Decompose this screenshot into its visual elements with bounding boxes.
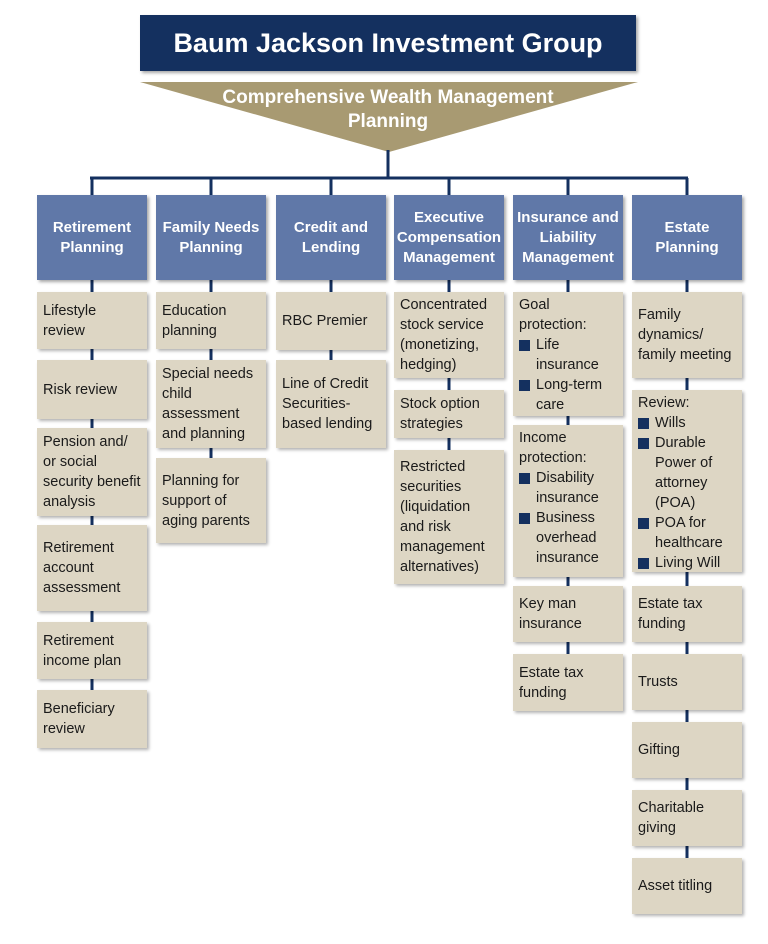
bullet-row: Business overhead insurance	[519, 508, 617, 568]
bullet-text: Business overhead insurance	[536, 510, 599, 566]
item-box: RBC Premier	[276, 292, 386, 350]
bullet-text: Disability insurance	[536, 470, 599, 506]
column-header: Retirement Planning	[37, 195, 147, 280]
column-header: Estate Planning	[632, 195, 742, 280]
item-box: Asset titling	[632, 858, 742, 914]
square-bullet-icon	[519, 473, 530, 484]
item-box: Gifting	[632, 722, 742, 778]
bullet-text: Wills	[655, 415, 686, 431]
column-header: Executive Compensation Management	[394, 195, 504, 280]
bullet-row: Durable Power of attorney (POA)	[638, 433, 736, 513]
square-bullet-icon	[519, 380, 530, 391]
column-header: Family Needs Planning	[156, 195, 266, 280]
bullet-text: Long-term care	[536, 377, 603, 413]
item-group-label: Review:	[638, 395, 690, 411]
item-box: Education planning	[156, 292, 266, 349]
square-bullet-icon	[638, 518, 649, 529]
item-box: Family dynamics/ family meeting	[632, 292, 742, 378]
bullet-row: Wills	[638, 413, 736, 433]
chart-title: Baum Jackson Investment Group	[140, 15, 636, 71]
square-bullet-icon	[519, 513, 530, 524]
square-bullet-icon	[519, 340, 530, 351]
item-box: Key man insurance	[513, 586, 623, 642]
bullet-text: Durable Power of attorney (POA)	[655, 435, 713, 511]
chart-subtitle: Comprehensive Wealth Management Planning	[222, 87, 554, 132]
bullet-row: Long-term care	[519, 375, 617, 415]
item-box: Restricted securities (liquidation and r…	[394, 450, 504, 584]
item-box: Beneficiary review	[37, 690, 147, 748]
bullet-row: Life insurance	[519, 335, 617, 375]
item-group-label: Income protection:	[519, 430, 587, 466]
square-bullet-icon	[638, 438, 649, 449]
item-box: Line of Credit Securities-based lending	[276, 360, 386, 448]
item-box: Planning for support of aging parents	[156, 458, 266, 543]
item-box: Concentrated stock service (monetizing, …	[394, 292, 504, 378]
square-bullet-icon	[638, 558, 649, 569]
bullet-row: Disability insurance	[519, 468, 617, 508]
column-header: Insurance and Liability Management	[513, 195, 623, 280]
bullet-text: Living Will	[655, 555, 721, 571]
item-group-label: Goal protection:	[519, 297, 587, 333]
column-header: Credit and Lending	[276, 195, 386, 280]
item-box: Estate tax funding	[513, 654, 623, 711]
item-box: Risk review	[37, 360, 147, 419]
item-box: Trusts	[632, 654, 742, 710]
item-box: Lifestyle review	[37, 292, 147, 349]
square-bullet-icon	[638, 418, 649, 429]
item-box: Retirement account assessment	[37, 525, 147, 611]
item-box: Charitable giving	[632, 790, 742, 846]
item-box: Stock option strategies	[394, 390, 504, 438]
item-box: Pension and/ or social security benefit …	[37, 428, 147, 516]
bullet-text: Life insurance	[536, 337, 599, 373]
item-box: Retirement income plan	[37, 622, 147, 679]
item-box: Estate tax funding	[632, 586, 742, 642]
bullet-row: Living Will	[638, 553, 736, 573]
item-box: Special needs child assessment and plann…	[156, 360, 266, 448]
bullet-row: POA for healthcare	[638, 513, 736, 553]
bullet-text: POA for healthcare	[655, 515, 723, 551]
